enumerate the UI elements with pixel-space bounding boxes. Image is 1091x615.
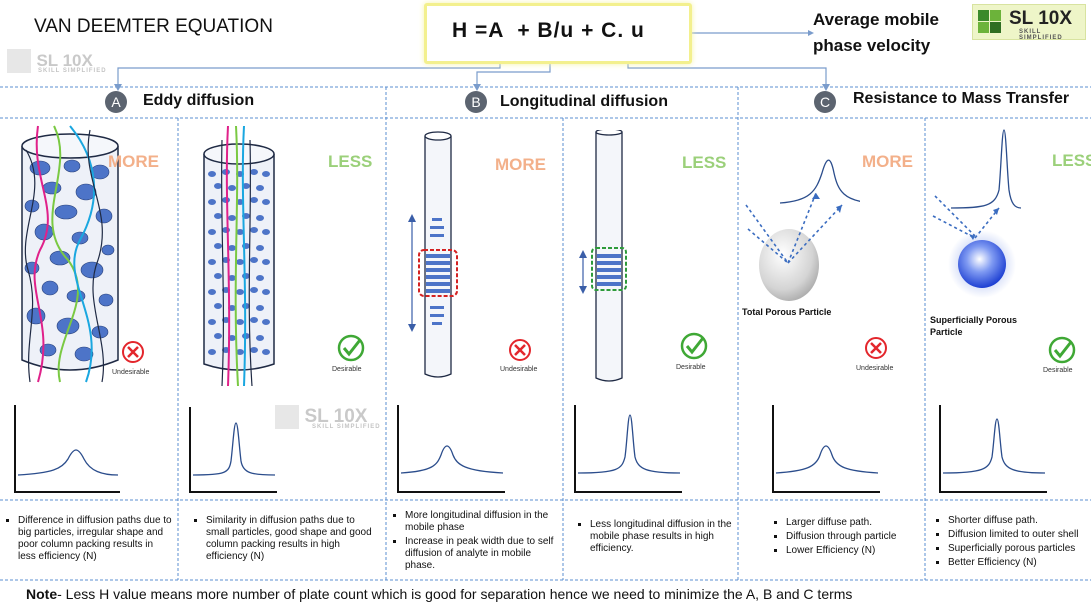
desc-item: Less longitudinal diffusion in the mobil… xyxy=(590,519,736,555)
column-wide-band xyxy=(408,131,458,378)
desc-item: Diffusion limited to outer shell xyxy=(948,529,1090,541)
section-b-title: Longitudinal diffusion xyxy=(500,93,668,110)
logo-tagline: SKILL SIMPLIFIED xyxy=(1019,29,1063,41)
section-c-title: Resistance to Mass Transfer xyxy=(853,90,1070,107)
desc-item: Superficially porous particles xyxy=(948,543,1090,555)
chromatogram-broad xyxy=(772,405,880,493)
watermark-logo: SL 10X SKILL SIMPLIFIED xyxy=(6,48,107,74)
tag-less: LESS xyxy=(682,153,727,172)
chromatogram-sharp xyxy=(189,407,277,493)
check-icon xyxy=(680,332,708,360)
velocity-label: Average mobile phase velocity xyxy=(813,10,939,55)
chromatogram-sharp xyxy=(574,405,682,493)
panel-description: Difference in diffusion paths due to big… xyxy=(4,515,172,565)
watermark-tagline: SKILL SIMPLIFIED xyxy=(38,68,107,74)
logo-text: SL 10X xyxy=(1009,8,1073,29)
cross-icon xyxy=(122,341,144,363)
status-label: Undesirable xyxy=(112,369,150,376)
desc-item: Better Efficiency (N) xyxy=(948,557,1090,569)
tag-more: MORE xyxy=(495,155,546,174)
tag-less: LESS xyxy=(328,152,373,171)
panel-description: Less longitudinal diffusion in the mobil… xyxy=(576,519,736,557)
desc-item: Lower Efficiency (N) xyxy=(786,545,922,557)
panel-description: Larger diffuse path. Diffusion through p… xyxy=(772,517,922,559)
note-text: - Less H value means more number of plat… xyxy=(57,586,853,602)
tag-less: LESS xyxy=(1052,151,1091,170)
desc-item: Difference in diffusion paths due to big… xyxy=(18,515,172,563)
section-c-badge: C xyxy=(814,91,836,113)
desc-item: Increase in peak width due to self diffu… xyxy=(405,536,559,572)
brand-logo: SL 10X SKILL SIMPLIFIED xyxy=(972,4,1086,41)
status-label: Desirable xyxy=(332,366,362,373)
watermark-text: SL 10X xyxy=(304,406,368,427)
column-narrow-band xyxy=(579,130,627,382)
panel-description: More longitudinal diffusion in the mobil… xyxy=(391,510,559,574)
panel-description: Similarity in diffusion paths due to sma… xyxy=(192,515,380,565)
desc-item: Shorter diffuse path. xyxy=(948,515,1090,527)
puzzle-icon xyxy=(7,49,31,73)
desc-item: Diffusion through particle xyxy=(786,531,922,543)
puzzle-icon xyxy=(978,10,1001,33)
superficially-porous-particle-diagram xyxy=(932,129,1022,298)
footer-note: Note- Less H value means more number of … xyxy=(26,586,852,602)
desc-item: More longitudinal diffusion in the mobil… xyxy=(405,510,559,534)
status-label: Undesirable xyxy=(856,365,894,372)
section-b-badge: B xyxy=(465,91,487,113)
particle-label: Total Porous Particle xyxy=(742,307,832,317)
page-title: VAN DEEMTER EQUATION xyxy=(34,16,273,37)
check-icon xyxy=(1048,336,1076,364)
status-label: Desirable xyxy=(676,364,706,371)
tag-more: MORE xyxy=(108,152,159,171)
status-label: Undesirable xyxy=(500,366,538,373)
porous-particle-diagram xyxy=(745,159,860,301)
section-a-badge: A xyxy=(105,91,127,113)
packed-column-small-particles xyxy=(203,125,275,387)
desc-item: Similarity in diffusion paths due to sma… xyxy=(206,515,380,563)
section-a-title: Eddy diffusion xyxy=(143,92,255,109)
particle-label: Superficially Porous Particle xyxy=(930,315,1018,337)
packed-column-large-particles xyxy=(21,125,119,383)
cross-icon xyxy=(865,337,887,359)
check-icon xyxy=(337,334,365,362)
chromatogram-sharp xyxy=(939,405,1047,493)
watermark-logo: SL 10X SKILL SIMPLIFIED xyxy=(274,404,381,430)
panel-description: Shorter diffuse path. Diffusion limited … xyxy=(934,515,1090,571)
watermark-text: SL 10X xyxy=(36,51,93,70)
desc-item: Larger diffuse path. xyxy=(786,517,922,529)
status-label: Desirable xyxy=(1043,367,1073,374)
puzzle-icon xyxy=(275,405,299,429)
cross-icon xyxy=(509,339,531,361)
chromatogram-broad xyxy=(397,405,505,493)
equation-box xyxy=(424,3,692,64)
tag-more: MORE xyxy=(862,152,913,171)
note-label: Note xyxy=(26,586,58,602)
van-deemter-equation: H =A + B/u + C. u xyxy=(452,19,645,42)
chromatogram-broad xyxy=(14,405,120,493)
watermark-tagline: SKILL SIMPLIFIED xyxy=(312,424,381,430)
